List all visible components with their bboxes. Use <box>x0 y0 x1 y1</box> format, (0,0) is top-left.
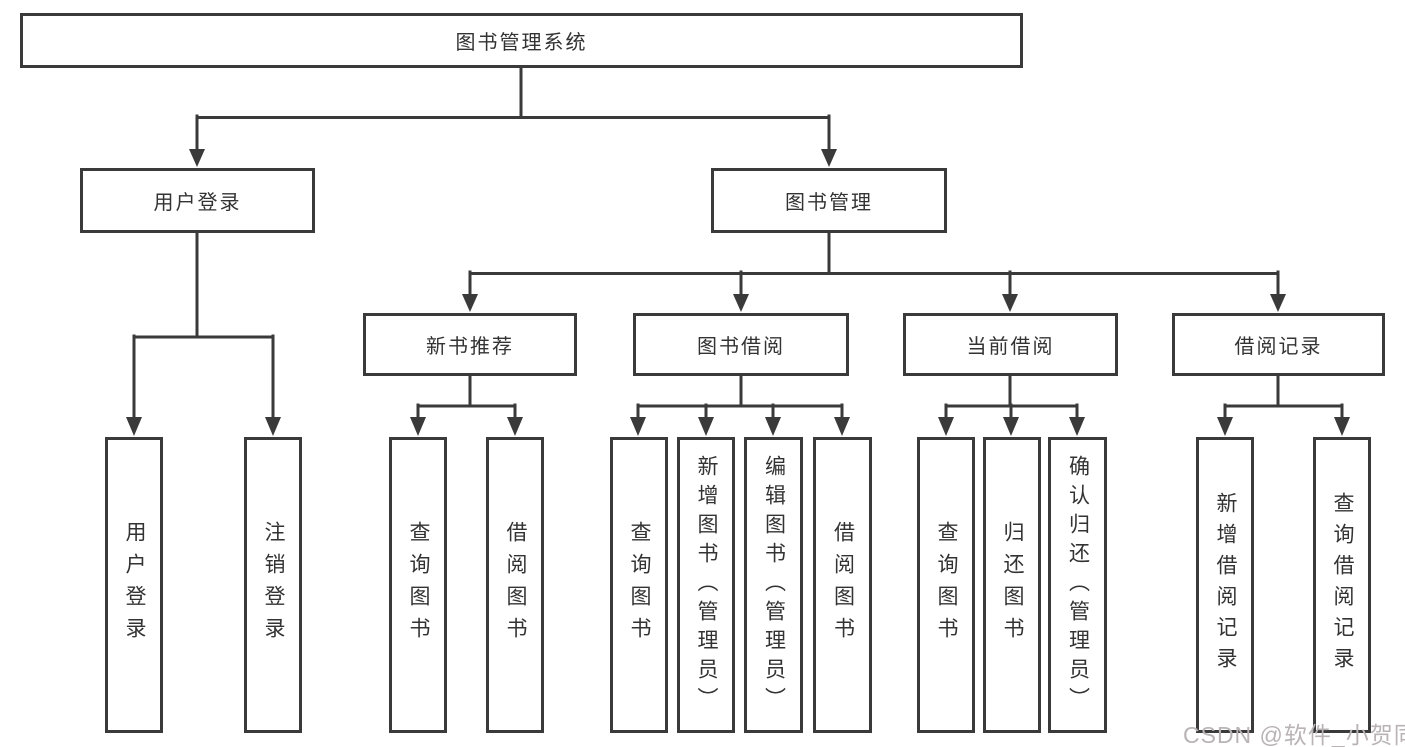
node-root-system: 图书管理系统 <box>20 13 1023 68</box>
node-label: 图书借阅 <box>697 336 785 358</box>
leaf-add-book-admin: 新增图书（管理员） <box>677 437 735 733</box>
leaf-label: 查询借阅记录 <box>1331 492 1354 678</box>
node-current-borrowing: 当前借阅 <box>903 313 1118 376</box>
csdn-watermark: CSDN @软件_小贺同学 <box>1183 722 1405 747</box>
node-borrowing-records: 借阅记录 <box>1172 313 1385 376</box>
node-label: 图书管理 <box>785 192 873 214</box>
leaf-query-books-current: 查询图书 <box>917 437 975 733</box>
leaf-label: 编辑图书（管理员） <box>762 454 786 716</box>
leaf-label: 确认归还（管理员） <box>1066 454 1090 716</box>
leaf-label: 用户登录 <box>123 521 146 649</box>
leaf-label: 查询图书 <box>407 521 430 649</box>
leaf-add-borrow-record: 新增借阅记录 <box>1196 437 1254 733</box>
node-label: 图书管理系统 <box>455 32 588 54</box>
node-label: 当前借阅 <box>966 336 1055 358</box>
leaf-label: 新增图书（管理员） <box>695 454 718 716</box>
leaf-logout: 注销登录 <box>244 437 302 733</box>
leaf-borrow-books-recommend: 借阅图书 <box>486 437 544 733</box>
leaf-label: 查询图书 <box>628 521 651 649</box>
leaf-query-borrow-record: 查询借阅记录 <box>1313 437 1371 733</box>
node-label: 新书推荐 <box>426 336 514 358</box>
node-book-borrowing: 图书借阅 <box>633 313 849 376</box>
leaf-edit-book-admin: 编辑图书（管理员） <box>744 437 803 733</box>
leaf-label: 借阅图书 <box>831 521 855 649</box>
leaf-label: 归还图书 <box>1001 521 1024 649</box>
leaf-query-books-borrowing: 查询图书 <box>610 437 668 733</box>
node-label: 用户登录 <box>153 192 242 214</box>
leaf-query-books-recommend: 查询图书 <box>389 437 447 733</box>
node-label: 借阅记录 <box>1234 336 1323 358</box>
node-book-management: 图书管理 <box>711 168 947 233</box>
leaf-label: 查询图书 <box>935 521 958 649</box>
leaf-return-book: 归还图书 <box>983 437 1041 733</box>
leaf-label: 借阅图书 <box>504 521 527 649</box>
node-user-login: 用户登录 <box>80 168 315 233</box>
node-new-book-recommend: 新书推荐 <box>363 313 577 376</box>
leaf-borrow-books-borrowing: 借阅图书 <box>813 437 872 733</box>
leaf-user-login: 用户登录 <box>105 437 163 733</box>
leaf-confirm-return-admin: 确认归还（管理员） <box>1048 437 1107 733</box>
leaf-label: 注销登录 <box>262 521 285 649</box>
leaf-label: 新增借阅记录 <box>1214 492 1237 678</box>
